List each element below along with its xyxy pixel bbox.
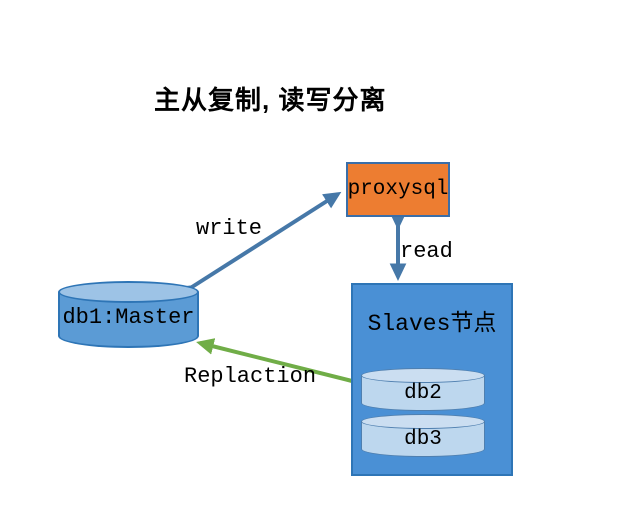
db2-cylinder-top [361,368,485,383]
node-proxysql: proxysql [346,162,450,217]
node-db3: db3 [361,414,485,457]
edge-label-read: read [400,239,453,264]
node-proxysql-label: proxysql [347,178,449,201]
edge-label-write: write [196,216,263,241]
node-slaves-group-label: Slaves节点 [367,311,497,337]
edge-label-replaction: Replaction [184,364,317,389]
node-db1-master-label: db1:Master [62,305,195,330]
db1-cylinder-top [58,281,199,303]
node-db2-label: db2 [404,382,442,405]
node-db3-label: db3 [404,428,442,451]
diagram-title: 主从复制, 读写分离 [154,85,387,115]
node-db2: db2 [361,368,485,411]
node-db1-master: db1:Master [58,281,199,348]
node-slaves-group: Slaves节点 db2 db3 [351,283,513,476]
db3-cylinder-top [361,414,485,429]
